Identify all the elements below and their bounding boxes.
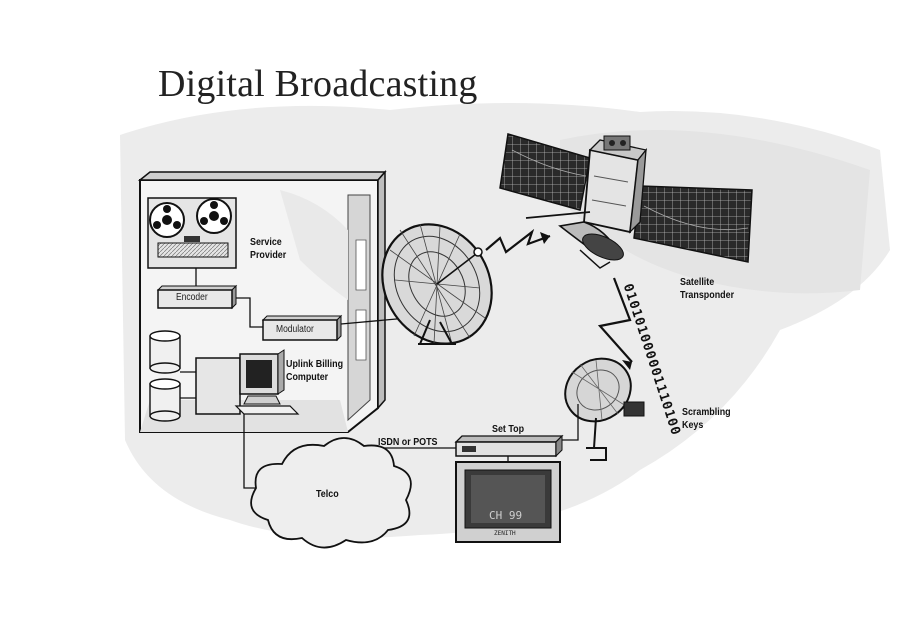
service-provider-label-line1: Service [250,236,282,248]
uplink-beam [485,228,551,254]
satellite-transponder-label-line1: Satellite [680,276,715,288]
service-provider-label-line2: Provider [250,249,287,261]
uplink-billing-label-line1: Uplink Billing [286,358,344,370]
telco-label: Telco [316,488,339,500]
uplink-billing-label: Uplink Billing Computer [286,358,343,384]
satellite-transponder-label: Satellite Transponder [680,276,734,302]
encoder-box [156,284,238,310]
diagram-title: Digital Broadcasting [158,63,478,105]
isdn-pots-label: ISDN or POTS [378,436,438,448]
encoder-label: Encoder [176,292,208,303]
satellite-transponder-label-line2: Transponder [680,289,735,301]
scrambling-keys-label-line1: Scrambling [682,406,731,418]
downlink-beam [597,277,633,370]
database-cylinders [149,330,200,422]
tape-deck [147,197,237,269]
tv-channel-display: CH 99 [489,509,523,522]
tv-brand-label: ZENITH [494,530,516,537]
uplink-dish [381,223,493,345]
television [455,461,561,543]
set-top-box [454,434,564,458]
modulator-label: Modulator [276,324,314,335]
modulator-box [261,314,343,342]
telco-cloud [250,437,412,549]
scrambling-keys-label-line2: Keys [682,419,704,431]
service-provider-label: Service Provider [250,236,286,262]
scrambling-keys-label: Scrambling Keys [682,406,731,432]
satellite [499,133,753,269]
uplink-billing-label-line2: Computer [286,371,329,383]
set-top-label: Set Top [492,423,525,435]
billing-computer [195,349,300,415]
receive-dish [564,357,645,461]
